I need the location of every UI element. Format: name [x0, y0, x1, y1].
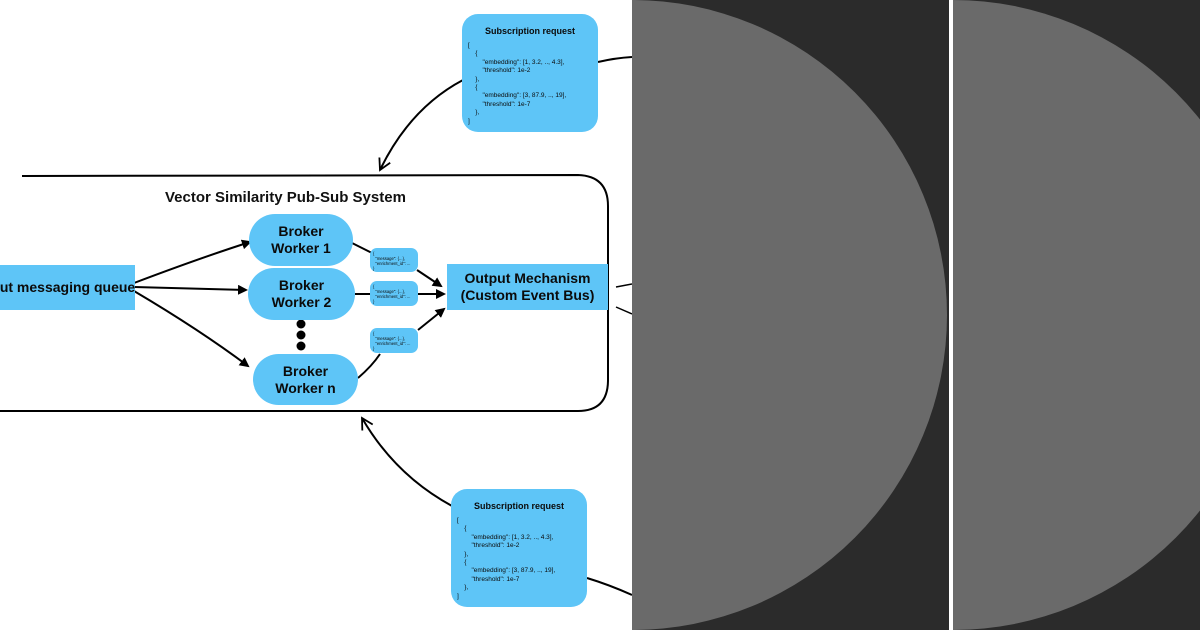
arrow-queue-worker-n: [133, 290, 250, 368]
dark-panel-right: [953, 0, 1200, 630]
arrow-subscription-top: [378, 79, 464, 172]
line-worker-n-msg: [357, 353, 381, 379]
worker-1-line1: Broker: [278, 223, 324, 239]
diagram-canvas: Vector Similarity Pub-Sub System ut mess…: [0, 14, 632, 607]
message-snippet-1: { "message": {...}, "enrichment_id": ...…: [370, 248, 418, 272]
arrow-queue-worker-2: [133, 284, 248, 295]
line-subscription-top-out: [597, 56, 632, 63]
line-worker-1-msg: [351, 242, 373, 254]
output-line1: Output Mechanism: [464, 270, 591, 286]
worker-2-line2: Worker 2: [271, 294, 332, 310]
dark-panel-left: [632, 0, 949, 630]
subscription-request-bottom: Subscription request [ { "embedding": [1…: [451, 489, 587, 607]
ellipsis-dot: [296, 341, 306, 351]
ellipsis-dot: [296, 319, 306, 329]
subscription-top-title: Subscription request: [484, 26, 575, 36]
subscription-bottom-title: Subscription request: [473, 501, 564, 511]
worker-n-line2: Worker n: [275, 379, 336, 396]
message-snippet-n: { "message": {...}, "enrichment_id": ...…: [370, 328, 418, 353]
output-stub-1: [615, 283, 632, 288]
arrow-subscription-bottom: [361, 416, 453, 507]
system-boundary: [0, 173, 609, 412]
semicircle-shape: [953, 0, 1200, 630]
line-subscription-bottom-out: [586, 577, 632, 596]
message-snippet-2: { "message": {...}, "enrichment_id": ...…: [370, 281, 418, 306]
subscription-top-body: [ { "embedding": [1, 3.2, .., 4.3], "thr…: [468, 42, 567, 125]
arrow-msg-1-output: [416, 269, 443, 288]
arrow-queue-worker-1: [133, 239, 252, 284]
message-snippet-n-text: { "message": {...}, "enrichment_id": ...…: [373, 331, 411, 351]
input-queue-label: ut messaging queue: [0, 279, 136, 295]
system-title: Vector Similarity Pub-Sub System: [165, 189, 406, 206]
input-messaging-queue: ut messaging queue: [0, 265, 135, 310]
message-snippet-2-text: { "message": {...}, "enrichment_id": ...…: [373, 284, 411, 304]
worker-n-line1: Broker: [282, 362, 329, 379]
panel-divider: [949, 0, 953, 630]
output-stub-2: [615, 306, 632, 315]
semicircle-shape: [632, 0, 947, 630]
output-line2: (Custom Event Bus): [460, 287, 595, 303]
worker-1-line2: Worker 1: [271, 240, 331, 256]
output-mechanism: Output Mechanism(Custom Event Bus): [447, 264, 608, 310]
arrow-msg-n-output: [417, 307, 446, 331]
subscription-bottom-body: [ { "embedding": [1, 3.2, .., 4.3], "thr…: [457, 517, 556, 600]
connector-lines: [0, 56, 632, 596]
message-snippet-1-text: { "message": {...}, "enrichment_id": ...…: [373, 251, 411, 271]
subscription-request-top: Subscription request [ { "embedding": [1…: [462, 14, 598, 132]
ellipsis-dot: [296, 330, 306, 340]
worker-2-line1: Broker: [278, 277, 325, 293]
